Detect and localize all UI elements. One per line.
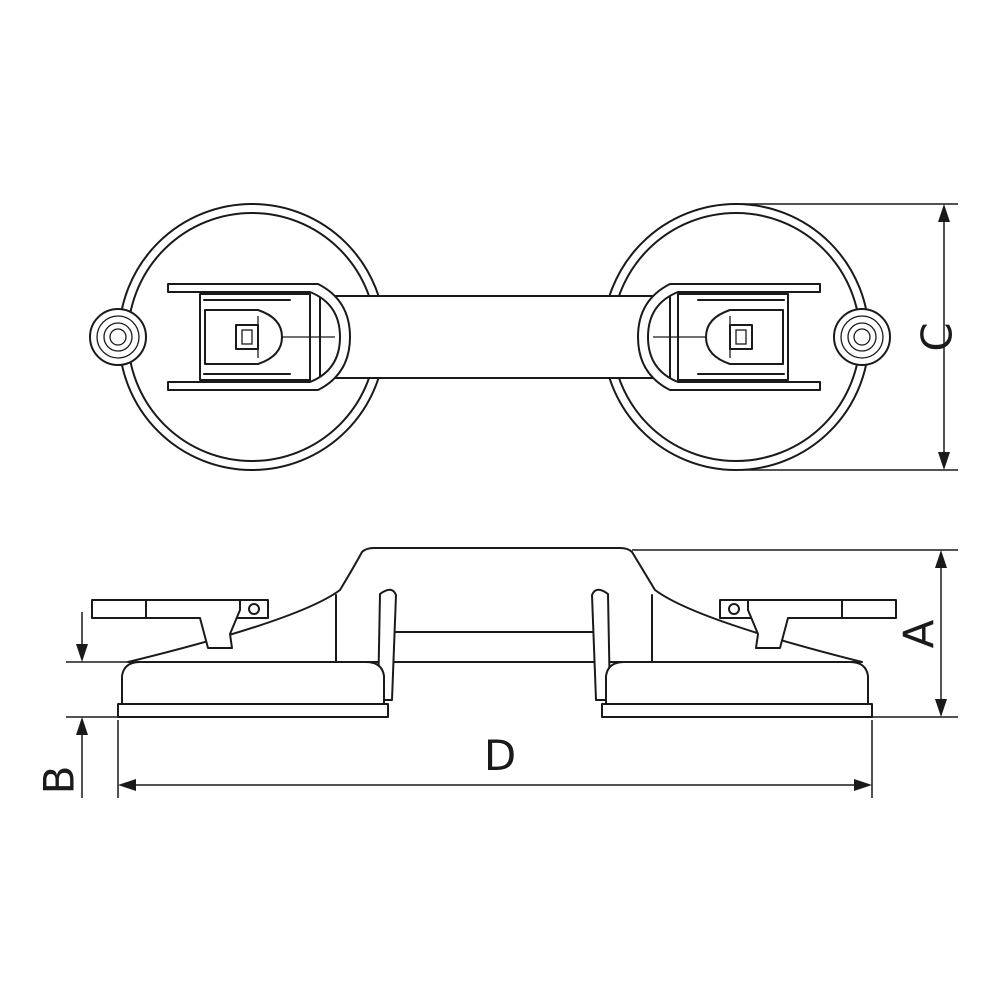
left-lever-top bbox=[167, 283, 351, 391]
dimension-a-label: A bbox=[895, 619, 944, 648]
bridge-side bbox=[127, 547, 863, 663]
left-suction-pad-side bbox=[117, 661, 389, 718]
top-view bbox=[89, 203, 891, 471]
side-view bbox=[91, 547, 897, 718]
bridge-top bbox=[319, 295, 671, 379]
right-suction-pad-side bbox=[601, 661, 873, 718]
dimension-a: A bbox=[632, 549, 958, 718]
right-knob-top bbox=[833, 308, 891, 366]
dimension-b-label: B bbox=[35, 766, 84, 795]
right-lever-top bbox=[637, 283, 821, 391]
left-lever-side bbox=[91, 599, 269, 649]
dimension-c-label: C bbox=[913, 322, 962, 351]
dimension-b: B bbox=[35, 612, 128, 798]
right-lever-side bbox=[719, 599, 897, 649]
dimension-c: C bbox=[740, 203, 962, 471]
left-knob-top bbox=[89, 308, 147, 366]
dimension-d-label: D bbox=[484, 731, 516, 780]
dimension-d: D bbox=[117, 720, 873, 798]
